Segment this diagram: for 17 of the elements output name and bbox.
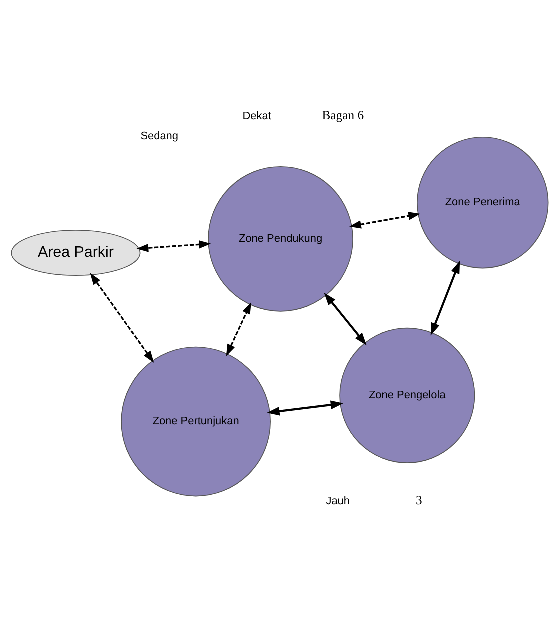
arrow (226, 302, 252, 356)
node-circle: Zone Pengelola (340, 327, 476, 463)
legend-label: Dekat (242, 110, 272, 122)
arrow (136, 240, 212, 252)
arrow (90, 272, 154, 362)
node-circle: Zone Penerima (416, 136, 549, 268)
node-circle: Zone Pendukung (208, 166, 354, 312)
arrow (267, 400, 344, 416)
arrow (430, 260, 460, 336)
legend-label: Jauh (326, 494, 350, 507)
label: Bagan 6 (322, 108, 364, 122)
node-ellipse: Area Parkir (11, 230, 141, 276)
label: 3 (416, 492, 422, 507)
legend-label: Sedang (140, 130, 179, 142)
arrow (350, 212, 421, 228)
node-circle: Zone Pertunjukan (121, 346, 271, 496)
arrow (324, 292, 367, 346)
